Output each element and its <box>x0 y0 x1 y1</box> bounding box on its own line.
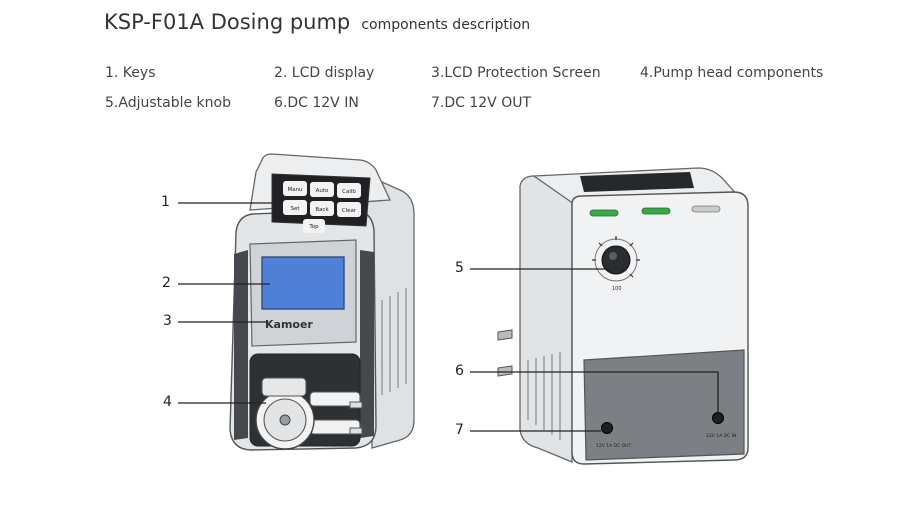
adjustable-knob[interactable] <box>592 236 640 282</box>
callout-6: 6 <box>455 363 464 379</box>
pump-front-view: Manu Auto Calib Set Back Clear Top Kamoe… <box>229 153 415 451</box>
key-set <box>283 200 307 215</box>
indicator-light-3 <box>691 205 721 213</box>
power-panel <box>583 349 745 461</box>
dc-in-port[interactable] <box>712 412 724 424</box>
indicator-light-2 <box>641 207 671 215</box>
callout-1: 1 <box>161 194 170 210</box>
legend-item-dc-in: 6.DC 12V IN <box>274 95 359 111</box>
key-clear <box>337 202 361 217</box>
key-manu <box>283 181 307 196</box>
key-back <box>310 201 334 216</box>
callout-4: 4 <box>163 394 172 410</box>
dc-in-label: 12V 1A DC IN <box>706 433 736 439</box>
key-label-top: Top <box>308 224 319 230</box>
dc-out-port[interactable] <box>601 422 613 434</box>
callout-3: 3 <box>163 313 172 329</box>
legend-item-lcd-display: 2. LCD display <box>274 65 375 81</box>
title-subtitle: components description <box>361 17 531 33</box>
brand-logo: Kamoer <box>265 318 313 331</box>
legend-item-keys: 1. Keys <box>105 65 156 81</box>
key-auto <box>310 182 334 197</box>
key-label-back: Back <box>315 207 329 213</box>
dc-out-label: 12V 1A DC OUT <box>596 443 631 449</box>
callout-5: 5 <box>455 260 464 276</box>
legend-item-lcd-protection: 3.LCD Protection Screen <box>431 65 601 81</box>
legend-item-pump-head: 4.Pump head components <box>640 65 824 81</box>
lcd-display <box>261 256 345 310</box>
legend-item-dc-out: 7.DC 12V OUT <box>431 95 532 111</box>
key-label-clear: Clear <box>342 208 357 214</box>
pump-rotor <box>255 377 315 450</box>
key-top <box>303 219 325 233</box>
key-label-calib: Calib <box>342 189 356 195</box>
key-label-set: Set <box>290 206 300 212</box>
callout-7: 7 <box>455 422 464 438</box>
pump-rear-view: 100 12V 1A DC OUT 12V 1A DC IN <box>497 167 749 465</box>
tube-connectors <box>309 391 363 435</box>
key-label-auto: Auto <box>316 188 329 194</box>
callout-2: 2 <box>162 275 171 291</box>
page-title: KSP-F01A Dosing pump components descript… <box>104 10 530 34</box>
legend-item-knob: 5.Adjustable knob <box>105 95 231 111</box>
indicator-light-1 <box>589 209 619 217</box>
keypad: Manu Auto Calib Set Back Clear Top <box>271 173 371 233</box>
key-label-manu: Manu <box>287 187 302 193</box>
knob-scale-mark: 100 <box>612 286 622 292</box>
callout-lines <box>178 202 719 432</box>
key-calib <box>337 183 361 198</box>
title-main: KSP-F01A Dosing pump <box>104 10 351 34</box>
